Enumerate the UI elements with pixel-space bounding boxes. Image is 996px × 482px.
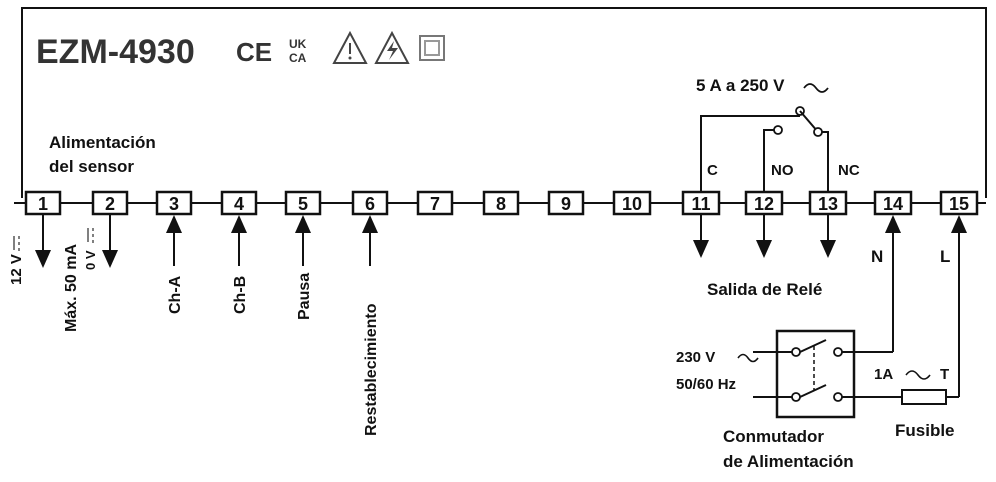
- terminal-2: 2: [91, 190, 129, 216]
- ac-symbol-icon: [905, 370, 931, 380]
- svg-text:9: 9: [561, 194, 571, 214]
- arrow-down-icon: [820, 214, 836, 258]
- terminal-3: 3: [155, 190, 193, 216]
- terminal-14: 14: [873, 190, 913, 216]
- double-insulation-icon: [419, 35, 445, 61]
- ac-symbol-icon: [737, 353, 759, 363]
- sensor-supply-label-line2: del sensor: [49, 157, 134, 176]
- terminal-9: 9: [547, 190, 585, 216]
- model-name: EZM-4930: [36, 33, 195, 71]
- svg-text:3: 3: [169, 194, 179, 214]
- relay-rating-label: 5 A a 250 V: [696, 76, 785, 95]
- arrow-down-icon: [693, 214, 709, 258]
- terminal-13: 13: [808, 190, 848, 216]
- device-housing: [21, 7, 987, 198]
- svg-text:CA: CA: [289, 51, 307, 65]
- svg-text:2: 2: [105, 194, 115, 214]
- mains-voltage-label: 230 V: [676, 349, 715, 366]
- electric-hazard-icon: [374, 30, 410, 64]
- terminal-strip: 1 2 3 4 5 6 7 8: [24, 190, 979, 216]
- arrow-down-icon: [35, 214, 51, 268]
- svg-text:6: 6: [365, 194, 375, 214]
- arrow-up-icon: [885, 215, 901, 352]
- input-ch-b-label: Ch-B: [232, 276, 249, 314]
- relay-no-label: NO: [771, 162, 794, 179]
- neutral-label: N: [871, 247, 883, 266]
- input-pause-label: Pausa: [296, 273, 313, 320]
- arrow-up-icon: [166, 215, 182, 266]
- fuse-label: Fusible: [895, 421, 955, 440]
- power-switch-icon: [775, 329, 856, 419]
- line-label: L: [940, 247, 950, 266]
- switch-label-line1: Conmutador: [723, 427, 824, 446]
- relay-output-label: Salida de Relé: [707, 280, 822, 299]
- terminal-6: 6: [351, 190, 389, 216]
- fuse-rating-label: 1A: [874, 366, 893, 383]
- input-ch-a-label: Ch-A: [167, 275, 184, 314]
- input-reset-label: Restablecimiento: [363, 303, 380, 436]
- terminal-4: 4: [220, 190, 258, 216]
- supply-0v-label: 0 V: [83, 250, 98, 270]
- terminal-5: 5: [284, 190, 322, 216]
- svg-text:12: 12: [754, 194, 774, 214]
- supply-12v-label: 12 V: [8, 254, 25, 285]
- ce-mark-icon: CE: [236, 37, 272, 67]
- svg-text:UK: UK: [289, 37, 307, 51]
- svg-text:8: 8: [496, 194, 506, 214]
- relay-nc-label: NC: [838, 162, 860, 179]
- dc-symbol-icon: [87, 228, 94, 243]
- fuse-icon: [901, 389, 947, 405]
- svg-text:CE: CE: [236, 37, 272, 67]
- svg-text:11: 11: [691, 194, 710, 214]
- arrow-up-icon: [231, 215, 247, 266]
- arrow-down-icon: [756, 214, 772, 258]
- warning-triangle-icon: [332, 30, 368, 64]
- svg-text:13: 13: [818, 194, 838, 214]
- svg-text:10: 10: [622, 194, 642, 214]
- relay-c-label: C: [707, 162, 718, 179]
- switch-label-line2: de Alimentación: [723, 452, 854, 471]
- terminal-7: 7: [416, 190, 454, 216]
- terminal-12: 12: [744, 190, 784, 216]
- terminal-10: 10: [612, 190, 652, 216]
- mains-frequency-label: 50/60 Hz: [676, 376, 736, 393]
- terminal-1: 1: [24, 190, 62, 216]
- svg-text:15: 15: [949, 194, 969, 214]
- arrow-down-icon: [102, 214, 118, 268]
- svg-text:14: 14: [883, 194, 903, 214]
- dc-symbol-icon: [13, 236, 20, 251]
- arrow-up-icon: [295, 215, 311, 266]
- terminal-15: 15: [939, 190, 979, 216]
- ac-symbol-icon: [803, 83, 829, 93]
- ukca-mark-icon: UK CA: [289, 37, 307, 65]
- terminal-11: 11: [681, 190, 721, 216]
- svg-text:5: 5: [298, 194, 308, 214]
- svg-text:1: 1: [38, 194, 48, 214]
- svg-text:7: 7: [430, 194, 440, 214]
- max-current-label: Máx. 50 mA: [63, 244, 80, 332]
- sensor-supply-label-line1: Alimentación: [49, 133, 156, 152]
- terminal-8: 8: [482, 190, 520, 216]
- arrow-up-icon: [362, 215, 378, 266]
- arrow-up-icon: [951, 215, 967, 397]
- svg-text:4: 4: [234, 194, 244, 214]
- fuse-type-label: T: [940, 366, 949, 383]
